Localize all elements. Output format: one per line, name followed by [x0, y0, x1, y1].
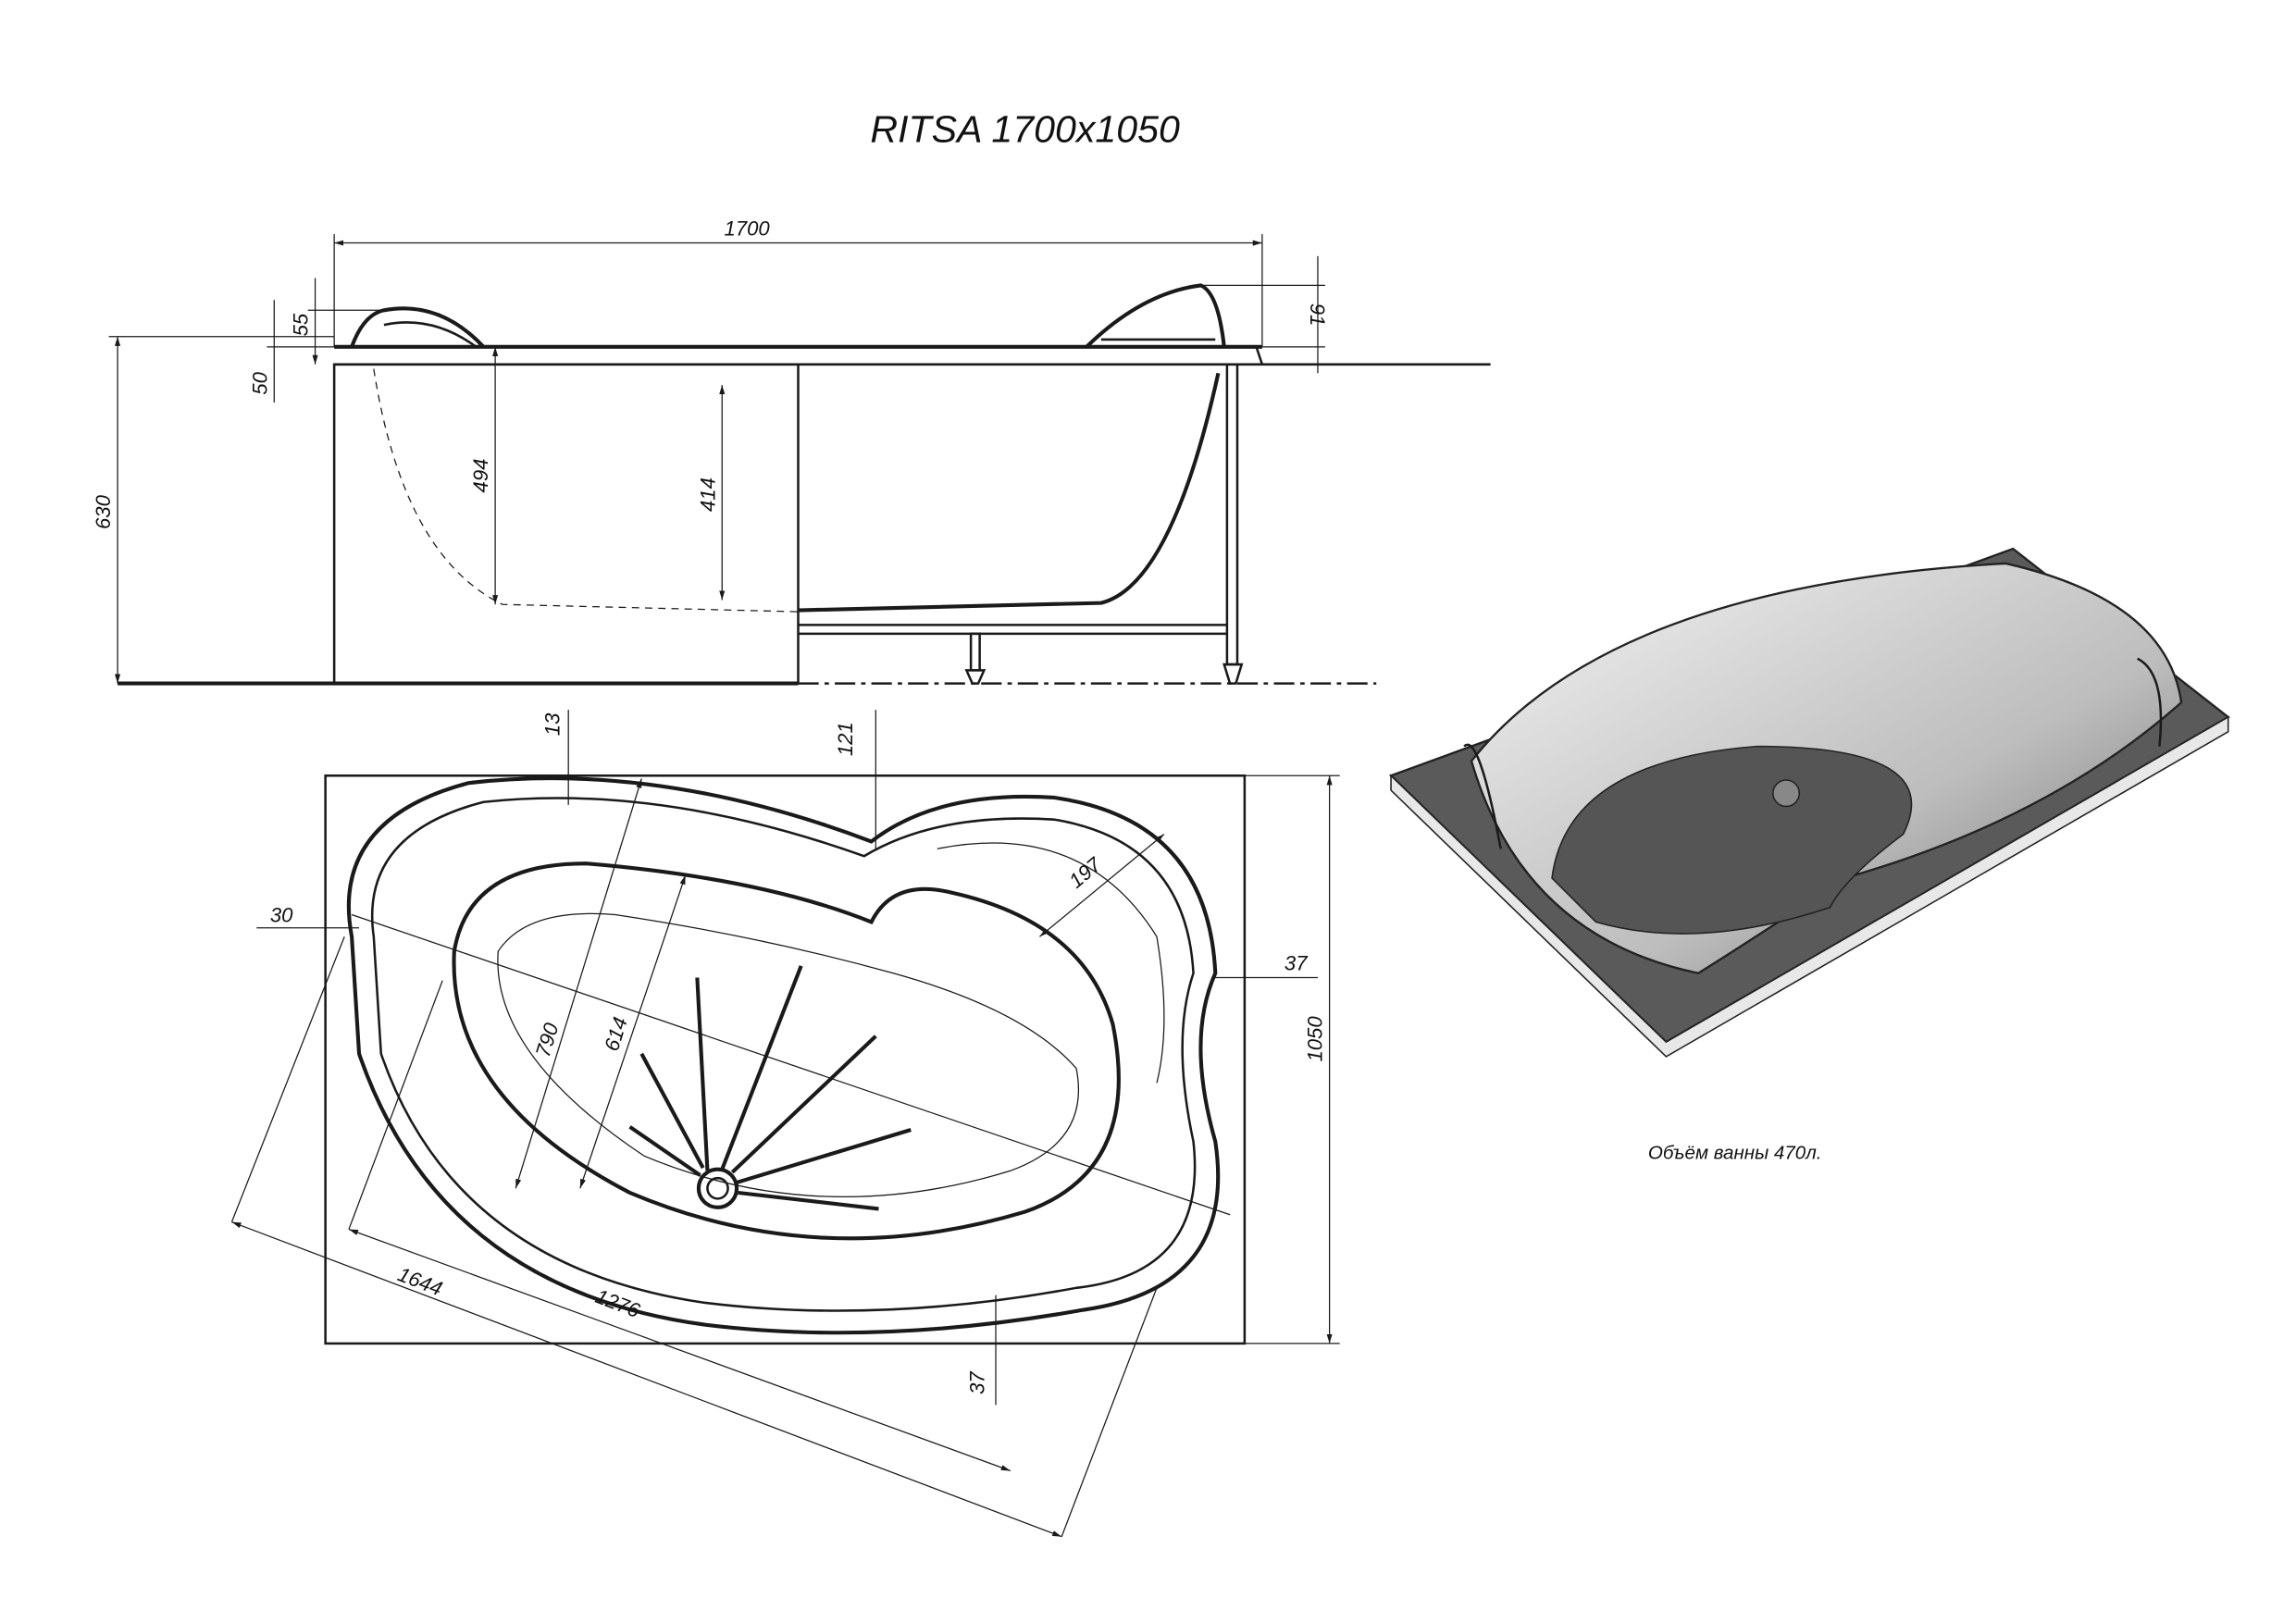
- dim-length: 1700: [725, 217, 771, 241]
- drain-ribs: [628, 965, 912, 1211]
- drawing-title: RITSA 1700x1050: [870, 107, 1180, 150]
- dim-headrest-left: 55: [290, 313, 313, 336]
- dim-depth-drain: 414: [696, 477, 719, 512]
- plan-view: 13 121 30 37 1050 790 614 197 1644 1276 …: [230, 710, 1340, 1538]
- dim-depth-inner: 494: [469, 459, 492, 493]
- side-view: 1700 630 55 50 494 414 91: [92, 217, 1491, 686]
- dim-rim: 50: [248, 371, 271, 394]
- dim-right-offset: 37: [1285, 952, 1308, 975]
- dim-bottom-offset: 37: [965, 1371, 988, 1394]
- dim-total-height: 630: [92, 494, 115, 529]
- dim-notch-offset: 121: [834, 722, 857, 756]
- dim-diagonal-outer: 1644: [395, 1262, 446, 1300]
- bathtub-3d-render: [1388, 547, 2230, 1058]
- dim-width: 1050: [1304, 1016, 1327, 1062]
- dim-top-offset: 13: [541, 712, 565, 736]
- dim-inner-width: 790: [531, 1020, 564, 1059]
- volume-note: Объём ванны 470л.: [1648, 1143, 1822, 1164]
- dim-left-offset: 30: [270, 903, 293, 926]
- dim-headrest-right: 91: [1306, 304, 1329, 327]
- dim-diagonal-inner: 1276: [592, 1284, 644, 1322]
